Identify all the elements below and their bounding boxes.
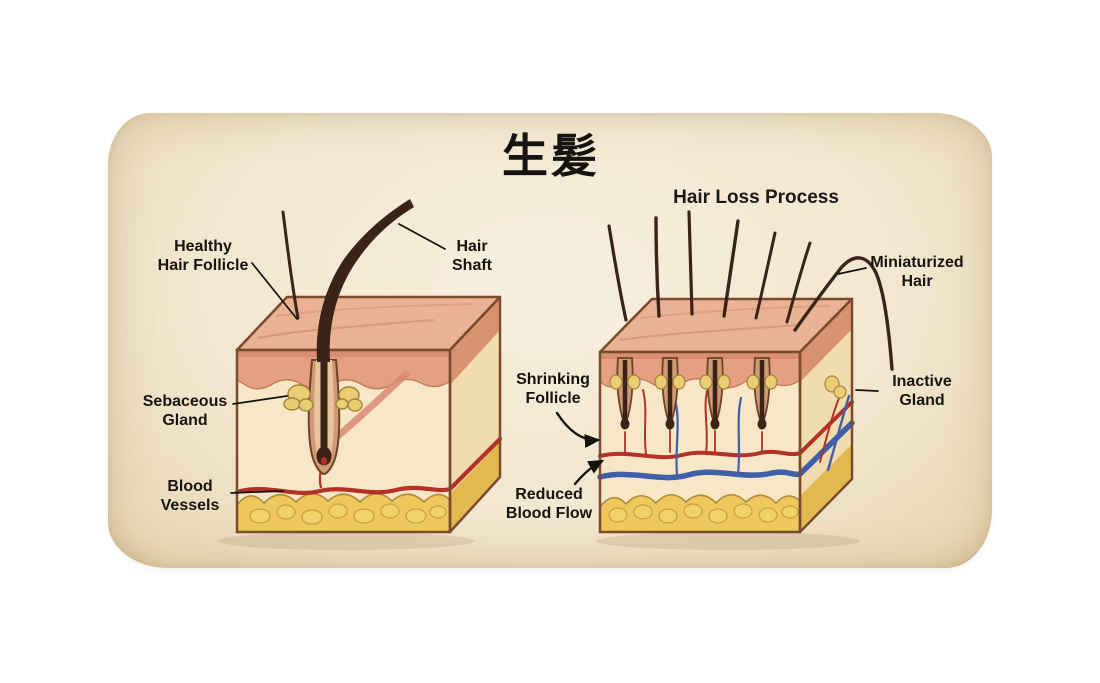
miniaturized-hair [793, 256, 894, 371]
reduced-blood-vessels [597, 389, 855, 481]
secondary-hair [281, 210, 300, 320]
pointer-hair-shaft [398, 223, 446, 250]
diagram-title: 生髪 [502, 130, 600, 182]
fat-lobules [608, 503, 799, 524]
hair-follicle [307, 358, 341, 476]
pointer-lines [230, 223, 879, 494]
label-healthy-hair-follicle: Healthy Hair Follicle [157, 237, 249, 274]
side-face-epidermis [800, 299, 852, 382]
label-blood-vessels: Blood Vessels [160, 477, 220, 514]
arrector-pili-muscle [334, 370, 410, 440]
thinning-hairs [607, 210, 812, 324]
inactive-gland [824, 375, 847, 399]
hair-loss-skin-block [597, 210, 894, 534]
pointer-inactive-gland [855, 389, 879, 392]
dermal-papilla [321, 457, 327, 465]
label-hair-shaft: Hair Shaft [452, 237, 492, 274]
pointer-sebaceous-gland [232, 395, 288, 405]
healthy-skin-block [234, 199, 503, 534]
label-reduced-blood-flow: Reduced Blood Flow [505, 485, 593, 522]
hair-shaft [316, 199, 414, 362]
left-block-shadow [218, 532, 474, 550]
label-miniaturized-hair: Miniaturized Hair [870, 253, 964, 290]
pointer-miniaturized-hair [837, 267, 867, 275]
side-face-fat [800, 444, 852, 532]
pointer-blood-vessels [230, 490, 284, 494]
arrow-shrinking-follicle [555, 411, 601, 448]
sebaceous-gland [283, 384, 363, 412]
hair-loss-process-heading: Hair Loss Process [673, 187, 839, 208]
arrow-reduced-blood-flow [573, 459, 605, 486]
side-face-fat [450, 442, 500, 532]
label-shrinking-follicle: Shrinking Follicle [516, 370, 590, 407]
right-block-shadow [596, 532, 860, 550]
label-sebaceous-gland: Sebaceous Gland [142, 392, 228, 429]
fat-lobules [249, 503, 447, 525]
pointer-healthy-hair-follicle [251, 262, 298, 320]
label-inactive-gland: Inactive Gland [892, 372, 952, 409]
side-face-epidermis [450, 297, 500, 385]
shrinking-follicles [609, 357, 778, 430]
